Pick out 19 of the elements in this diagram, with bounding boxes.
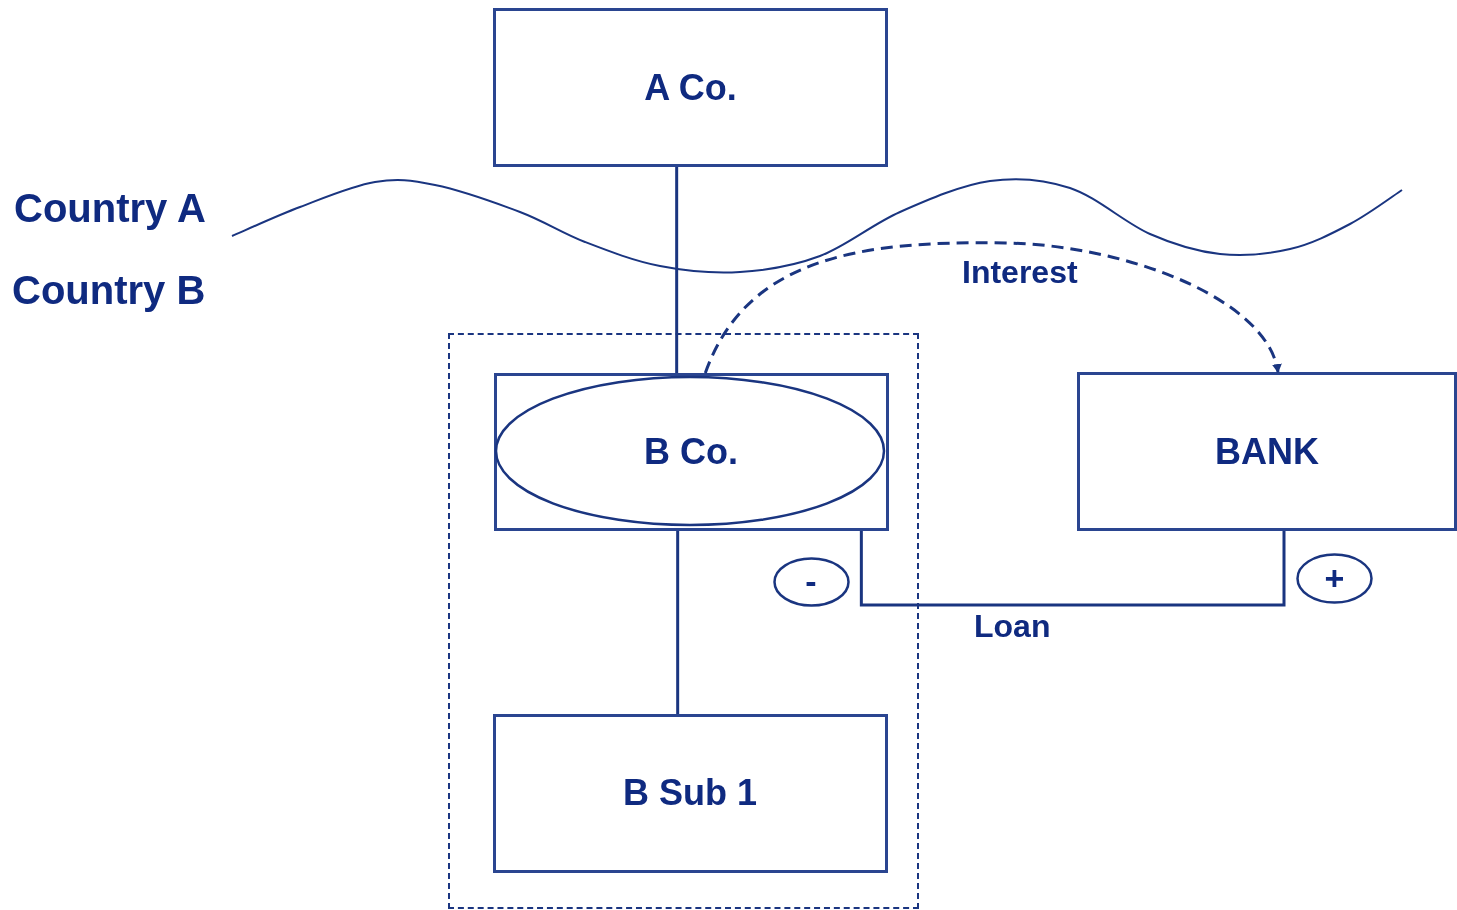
sign-text: -: [805, 562, 817, 601]
country-label: Country A: [14, 186, 206, 231]
dashed-group-box: [448, 333, 919, 909]
entity-box: [492, 713, 888, 873]
node-label: A Co.: [644, 66, 737, 109]
node-label: B Co.: [644, 430, 738, 473]
sign-text: +: [1324, 559, 1345, 598]
sign-oval: [1296, 553, 1373, 604]
country-label: Country B: [12, 268, 206, 313]
company-box: [493, 372, 889, 531]
entity-box: [493, 8, 888, 167]
connector-line: [675, 167, 679, 373]
sign-oval: [772, 556, 850, 607]
connector-line: [676, 531, 680, 714]
node-label: BANK: [1215, 430, 1319, 473]
node-label: B Sub 1: [623, 772, 757, 814]
connector-line: [859, 531, 1286, 607]
dashed-arrow: [703, 241, 1281, 374]
entity-box: [1077, 372, 1457, 531]
